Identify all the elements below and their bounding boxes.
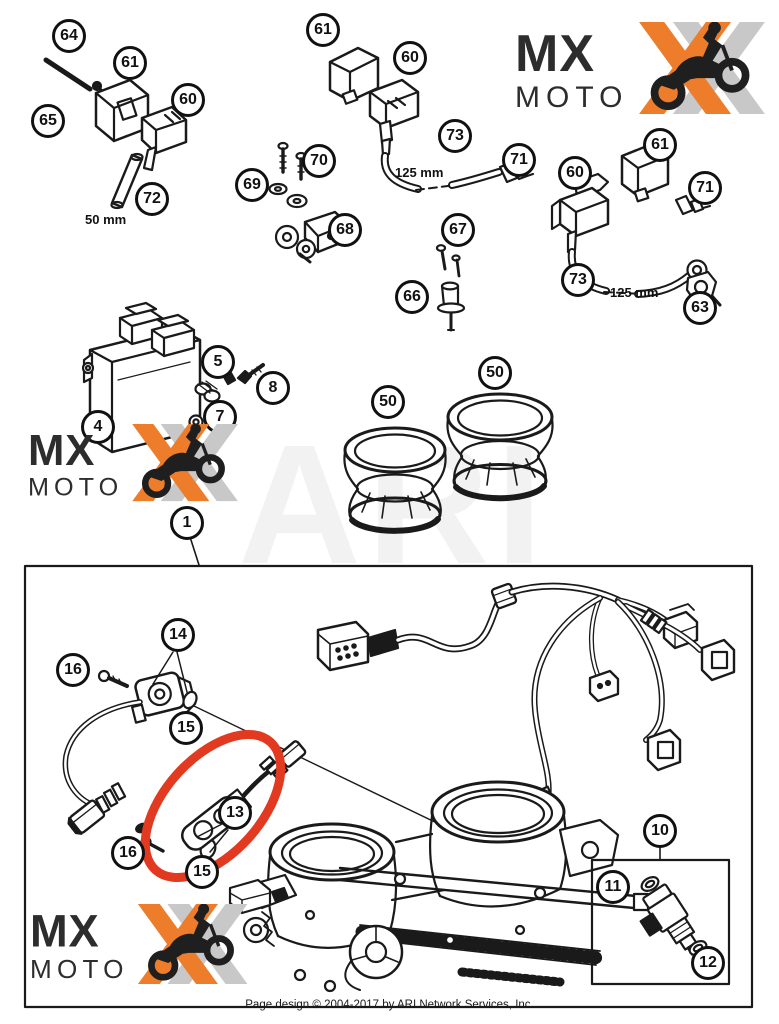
mx-moto-logo-top-right: MX MOTO — [515, 21, 768, 119]
injector-inset-box — [590, 858, 731, 986]
group-top-left-parts — [43, 57, 188, 210]
main-assembly-box — [23, 564, 754, 1009]
callout-61: 61 — [306, 13, 340, 47]
callout-11: 11 — [596, 870, 630, 904]
callout-60: 60 — [558, 156, 592, 190]
callout-15: 15 — [169, 711, 203, 745]
logo-text: MX MOTO — [28, 429, 123, 500]
group-throttle-body — [228, 780, 650, 993]
group-injector-inset — [590, 847, 731, 986]
logo-x-mark — [636, 21, 768, 119]
callout-61: 61 — [113, 46, 147, 80]
logo-mx-text: MX — [515, 25, 595, 83]
logo-moto-text: MOTO — [28, 473, 124, 502]
callout-72: 72 — [135, 182, 169, 216]
motocross-rider-icon — [142, 423, 226, 499]
callout-73: 73 — [561, 263, 595, 297]
motocross-rider-icon — [651, 21, 750, 111]
callout-71: 71 — [688, 171, 722, 205]
callout-50: 50 — [371, 385, 405, 419]
measurement-label: 125 mm — [395, 165, 444, 180]
callout-64: 64 — [52, 19, 86, 53]
callout-70: 70 — [302, 144, 336, 178]
measurement-label: 50 mm — [85, 212, 127, 227]
page-footer-text: Page design © 2004-2017 by ARI Network S… — [245, 999, 534, 1011]
callout-13: 13 — [218, 796, 252, 830]
callout-16: 16 — [111, 836, 145, 870]
callout-5: 5 — [201, 345, 235, 379]
mx-moto-logo-bottom-left: MX MOTO — [30, 903, 251, 988]
callout-60: 60 — [171, 83, 205, 117]
measurement-label: 125 mm — [610, 285, 659, 300]
group-intake-funnels — [343, 392, 554, 534]
leader-line-1 — [190, 539, 200, 566]
callout-15: 15 — [185, 855, 219, 889]
logo-mx-text: MX — [28, 426, 96, 476]
callout-60: 60 — [393, 41, 427, 75]
callout-67: 67 — [441, 213, 475, 247]
logo-moto-text: MOTO — [30, 955, 129, 985]
group-tps-parts — [62, 651, 469, 860]
callout-8: 8 — [256, 371, 290, 405]
logo-text: MX MOTO — [515, 28, 628, 113]
callout-16: 16 — [56, 653, 90, 687]
mx-moto-logo-middle-left: MX MOTO — [28, 423, 241, 505]
callout-73: 73 — [438, 119, 472, 153]
group-ecu-parts — [81, 301, 265, 454]
callout-10: 10 — [643, 814, 677, 848]
callout-50: 50 — [478, 356, 512, 390]
logo-text: MX MOTO — [30, 909, 129, 983]
callout-69: 69 — [235, 168, 269, 202]
logo-mx-text: MX — [30, 906, 100, 958]
logo-moto-text: MOTO — [515, 81, 629, 114]
callout-71: 71 — [502, 143, 536, 177]
callout-12: 12 — [691, 946, 725, 980]
callout-68: 68 — [328, 213, 362, 247]
motocross-rider-icon — [148, 903, 235, 981]
callout-14: 14 — [161, 618, 195, 652]
callout-1: 1 — [170, 506, 204, 540]
group-wiring-harness — [316, 582, 736, 814]
logo-x-mark — [130, 423, 241, 505]
callout-4: 4 — [81, 410, 115, 444]
callout-66: 66 — [395, 280, 429, 314]
callout-61: 61 — [643, 128, 677, 162]
callout-65: 65 — [31, 104, 65, 138]
highlight-oval — [140, 729, 286, 883]
callout-63: 63 — [683, 291, 717, 325]
logo-x-mark — [136, 903, 251, 988]
